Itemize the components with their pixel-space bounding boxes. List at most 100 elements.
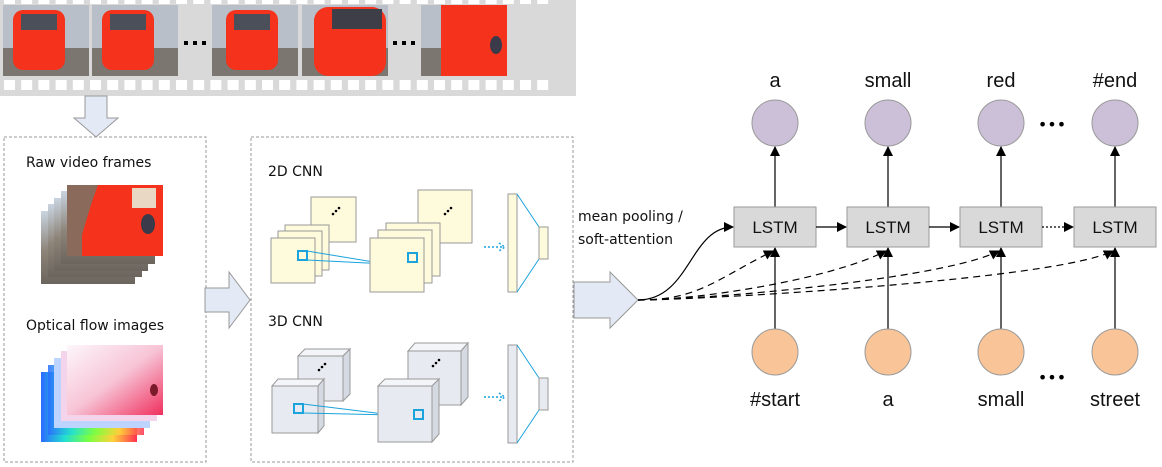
- output-word: red: [987, 70, 1016, 92]
- output-node: [751, 99, 799, 147]
- output-node: [977, 99, 1025, 147]
- raw-frames-stack: [41, 185, 163, 284]
- input-ellipsis: •••: [1038, 368, 1066, 387]
- receptive-field-3d-2: [413, 409, 424, 420]
- sprocket-hole: [4, 80, 15, 90]
- output-node: [864, 99, 912, 147]
- sprocket-hole: [382, 0, 394, 4]
- sprocket-hole: [313, 80, 325, 90]
- sprocket-hole: [107, 80, 119, 90]
- sprocket-hole: [416, 0, 428, 4]
- sprocket-hole: [55, 0, 67, 4]
- sprocket-hole: [90, 0, 101, 4]
- receptive-field-3d-1: [293, 403, 304, 414]
- film-ellipsis-1: [184, 41, 206, 45]
- receptive-field-2d-1: [297, 250, 308, 261]
- input-panel: Raw video frames Optical flow images: [3, 136, 207, 463]
- pooling-label-line1: mean pooling /: [578, 209, 683, 225]
- optical-flow-stack: [41, 345, 163, 442]
- sprocket-hole: [176, 0, 187, 4]
- sprocket-hole: [348, 80, 359, 90]
- video-frame: [3, 5, 89, 76]
- sprocket-hole: [520, 0, 531, 4]
- sprocket-hole: [416, 80, 428, 90]
- optical-flow-label: Optical flow images: [26, 318, 164, 334]
- sprocket-hole: [313, 0, 325, 4]
- sprocket-hole: [193, 80, 205, 90]
- input-word: a: [882, 389, 894, 411]
- fc-layer-3d: [507, 344, 549, 444]
- sprocket-hole: [399, 80, 411, 90]
- sprocket-hole: [279, 0, 291, 4]
- fc-layer-2d: [507, 193, 549, 293]
- input-node: [1091, 328, 1139, 376]
- lstm-decoder: aLSTM#startsmallLSTMaredLSTMsmall#endLST…: [637, 70, 1157, 411]
- sprocket-hole: [279, 80, 291, 90]
- sprocket-hole: [468, 80, 480, 90]
- output-node: [1091, 99, 1139, 147]
- sprocket-hole: [21, 0, 33, 4]
- pooling-label-line2: soft-attention: [578, 232, 673, 248]
- cnn3d-cube-front-2: [376, 377, 441, 444]
- output-word: a: [769, 70, 781, 92]
- sprocket-hole: [365, 80, 377, 90]
- sprocket-hole: [90, 80, 101, 90]
- cnn2d-feature-maps-1: [270, 196, 357, 284]
- dotted-arrow-3d: [484, 392, 507, 402]
- sprocket-hole: [468, 0, 480, 4]
- sprocket-hole: [244, 80, 256, 90]
- sprocket-hole: [21, 80, 33, 90]
- sprocket-hole: [141, 80, 153, 90]
- video-frame: [421, 5, 507, 76]
- sprocket-hole: [176, 80, 187, 90]
- lstm-cell-label: LSTM: [1092, 218, 1137, 237]
- attention-edge: [637, 250, 1114, 301]
- sprocket-hole: [210, 80, 222, 90]
- sprocket-hole: [451, 80, 463, 90]
- output-word: #end: [1093, 70, 1138, 92]
- lstm-cell: [1073, 206, 1157, 248]
- video-frames: [3, 5, 507, 76]
- sprocket-hole: [330, 0, 342, 4]
- sprocket-hole: [502, 80, 514, 90]
- sprocket-hole: [72, 0, 84, 4]
- sprocket-hole: [296, 0, 308, 4]
- sprocket-hole: [365, 0, 377, 4]
- sprocket-hole: [124, 80, 136, 90]
- film-ellipsis-2: [393, 41, 415, 45]
- sprocket-hole: [141, 0, 153, 4]
- lstm-cell: [846, 206, 930, 248]
- sprocket-hole: [38, 80, 50, 90]
- sprocket-hole: [451, 0, 463, 4]
- down-arrow: [72, 95, 120, 138]
- attention-edge: [637, 250, 1000, 301]
- lstm-cell-label: LSTM: [978, 218, 1023, 237]
- film-strip: [0, 0, 576, 96]
- sprocket-hole: [348, 0, 359, 4]
- sprocket-hole: [382, 80, 394, 90]
- sprocket-hole: [485, 0, 497, 4]
- sprocket-hole: [4, 0, 15, 4]
- pooling-edge: [637, 222, 734, 301]
- sprocket-hole: [38, 0, 50, 4]
- cnn-panel: 2D CNN 3D CNN: [250, 136, 574, 463]
- cnn-3d-label: 3D CNN: [268, 314, 323, 330]
- input-word: small: [978, 389, 1025, 411]
- sprocket-hole: [434, 80, 445, 90]
- sprocket-hole: [244, 0, 256, 4]
- input-word: #start: [750, 389, 800, 411]
- projection-lines-3d: [302, 403, 393, 416]
- sprocket-hole: [124, 0, 136, 4]
- sprocket-hole: [158, 0, 170, 4]
- sprocket-hole: [262, 80, 273, 90]
- lstm-cell-label: LSTM: [752, 218, 797, 237]
- sprocket-hole: [296, 80, 308, 90]
- sprocket-hole: [502, 0, 514, 4]
- input-node: [751, 328, 799, 376]
- lstm-cell-label: LSTM: [865, 218, 910, 237]
- input-node: [977, 328, 1025, 376]
- cnn2d-feature-maps-2: [369, 189, 473, 293]
- cnn-2d-label: 2D CNN: [268, 164, 323, 180]
- sprocket-hole: [193, 0, 205, 4]
